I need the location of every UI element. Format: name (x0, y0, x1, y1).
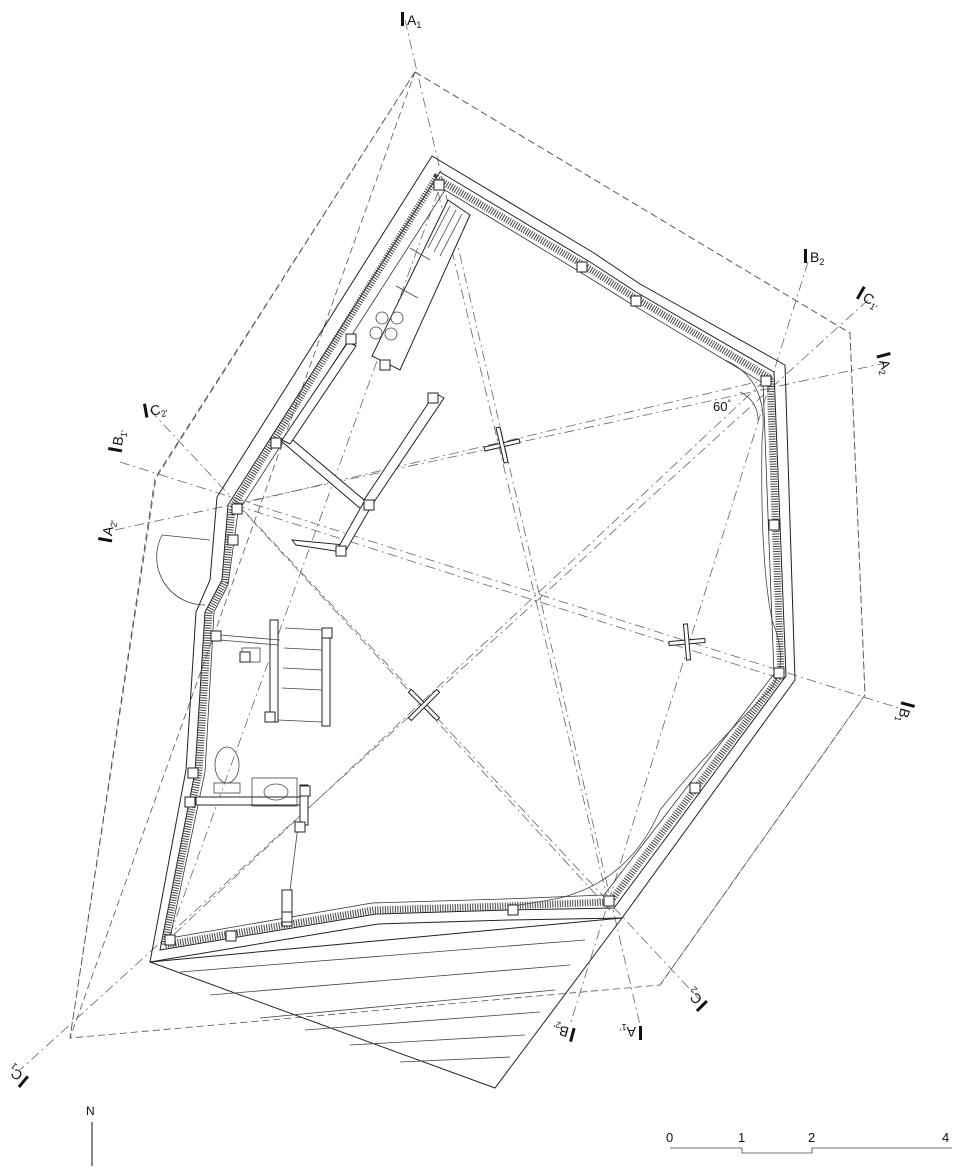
section-marker-b1-prime: B1' (108, 428, 130, 453)
scale-bar: 0 1 2 4 (666, 1130, 952, 1154)
scale-tick-2: 2 (808, 1130, 815, 1145)
section-marker-a2: A2 (874, 352, 895, 377)
svg-text:A2': A2' (99, 518, 120, 537)
washbasin-icon (251, 777, 298, 807)
sink-grid (427, 205, 463, 257)
angle-annotation: 60° (713, 391, 759, 421)
section-marker-a1-prime: A1' (620, 1022, 642, 1040)
angle-label: 60° (713, 398, 731, 414)
svg-text:A2: A2 (874, 358, 895, 377)
svg-text:B1: B1 (892, 706, 913, 725)
stair (281, 627, 323, 691)
svg-text:B2: B2 (810, 249, 824, 267)
scale-tick-0: 0 (666, 1130, 673, 1145)
structural-posts (164, 179, 785, 946)
scale-tick-1: 1 (738, 1130, 745, 1145)
exterior-wall (149, 155, 796, 963)
construction-lines (19, 19, 906, 1071)
stove-icon (369, 311, 404, 341)
section-marker-c1: C1 (8, 1061, 29, 1088)
svg-text:C2': C2' (149, 400, 169, 421)
kitchen-counter (369, 199, 471, 371)
section-marker-c1-prime: C1' (856, 286, 883, 313)
svg-text:C1': C1' (859, 289, 883, 313)
north-arrow: N (86, 1104, 95, 1166)
north-label: N (86, 1104, 95, 1118)
interior-partitions (195, 341, 445, 927)
centroid-cross-markers (407, 426, 706, 722)
section-marker-b2-prime: B2' (550, 1019, 576, 1042)
section-marker-c2: C2 (687, 984, 708, 1012)
section-marker-a1: A1 (401, 12, 421, 30)
entrance-door (156, 534, 211, 606)
scale-tick-4: 4 (942, 1130, 949, 1145)
svg-text:A1: A1 (407, 12, 421, 30)
curved-vault-lines (511, 359, 781, 907)
section-marker-c2-prime: C2' (143, 400, 169, 421)
section-marker-b2: B2 (804, 249, 824, 267)
svg-text:A1': A1' (620, 1022, 636, 1040)
toilet-icon (213, 746, 241, 794)
terrace-hatch (149, 917, 624, 1089)
svg-text:B2': B2' (550, 1019, 570, 1041)
section-marker-b1: B1 (892, 701, 915, 725)
section-markers: A1 B2 C1' A2 B1 C2 A1' B2' (8, 12, 915, 1088)
svg-text:B1': B1' (109, 428, 130, 447)
section-marker-a2-prime: A2' (98, 518, 120, 543)
